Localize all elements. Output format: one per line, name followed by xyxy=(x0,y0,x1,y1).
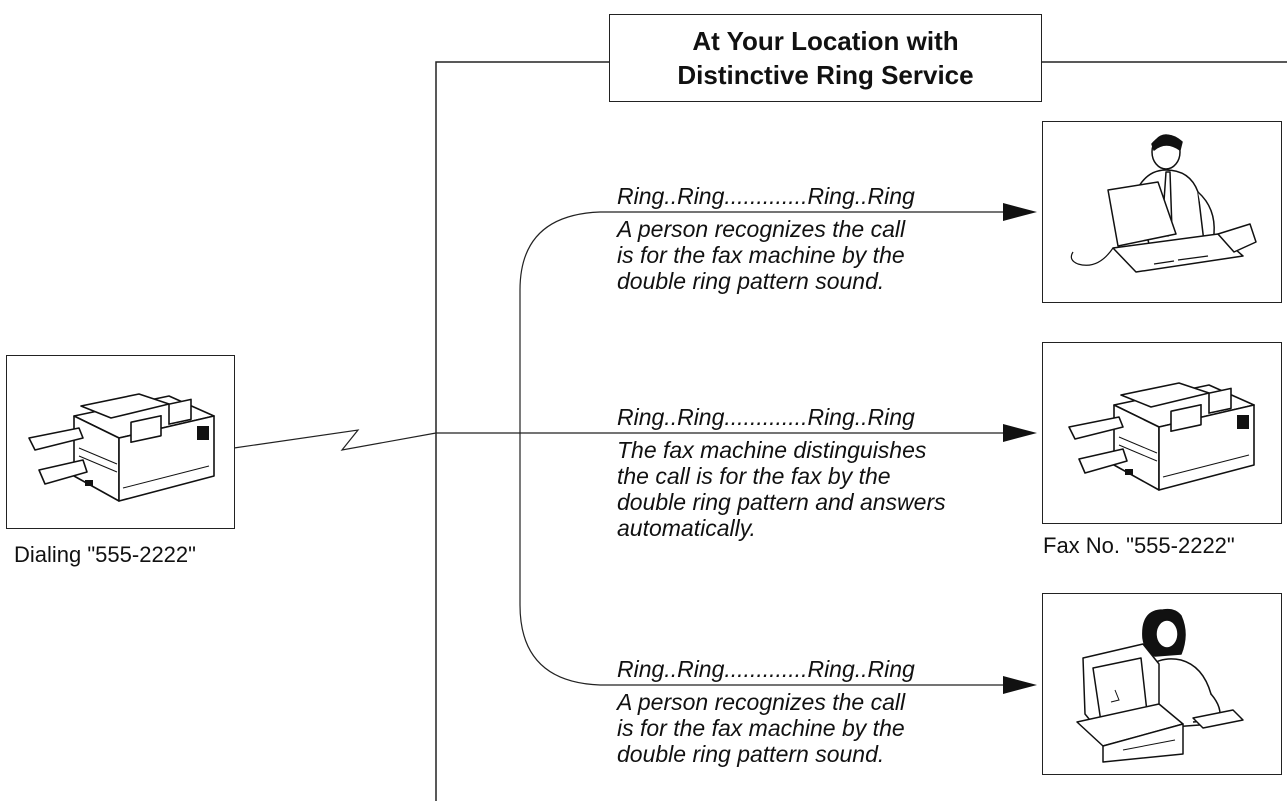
ring-pattern-row2: Ring..Ring.............Ring..Ring xyxy=(617,404,915,430)
description-row2-line: the call is for the fax by the xyxy=(617,463,891,489)
location-border xyxy=(435,61,1287,801)
location-title-line2: Distinctive Ring Service xyxy=(677,60,974,90)
arrowhead-row2 xyxy=(1003,424,1037,442)
row1-device-frame xyxy=(1042,121,1282,303)
description-row2-line: The fax machine distinguishes xyxy=(617,437,927,463)
fax-machine-icon xyxy=(1068,382,1255,491)
row2-device-frame xyxy=(1042,342,1282,524)
sender-fax-frame xyxy=(6,355,235,529)
description-row3-line: is for the fax machine by the xyxy=(617,715,905,741)
description-row1-line: A person recognizes the call xyxy=(617,216,906,242)
ring-pattern-row1: Ring..Ring.............Ring..Ring xyxy=(617,183,915,209)
description-row2-line: automatically. xyxy=(617,515,756,541)
man-at-laptop-icon xyxy=(1070,134,1257,273)
description-row1-line: double ring pattern sound. xyxy=(617,268,885,294)
description-row2: The fax machine distinguishes the call i… xyxy=(617,437,946,541)
arrowhead-row1 xyxy=(1003,203,1037,221)
row2-caption: Fax No. "555-2222" xyxy=(1043,533,1235,558)
location-title-line1: At Your Location with xyxy=(692,26,959,56)
ring-pattern-row3: Ring..Ring.............Ring..Ring xyxy=(617,656,915,682)
description-row3-line: A person recognizes the call xyxy=(617,689,906,715)
description-row1: A person recognizes the call is for the … xyxy=(617,216,905,294)
description-row2-line: double ring pattern and answers xyxy=(617,489,946,515)
row3-device-frame xyxy=(1042,593,1282,775)
branch-bracket xyxy=(519,211,601,686)
sender-caption: Dialing "555-2222" xyxy=(14,542,196,567)
description-row3: A person recognizes the call is for the … xyxy=(617,689,905,767)
fax-machine-icon xyxy=(28,393,215,502)
description-row1-line: is for the fax machine by the xyxy=(617,242,905,268)
description-row3-line: double ring pattern sound. xyxy=(617,741,885,767)
location-title-box: At Your Location with Distinctive Ring S… xyxy=(609,14,1042,102)
arrowhead-row3 xyxy=(1003,676,1037,694)
phone-line xyxy=(233,429,437,451)
woman-at-computer-icon xyxy=(1076,608,1244,763)
